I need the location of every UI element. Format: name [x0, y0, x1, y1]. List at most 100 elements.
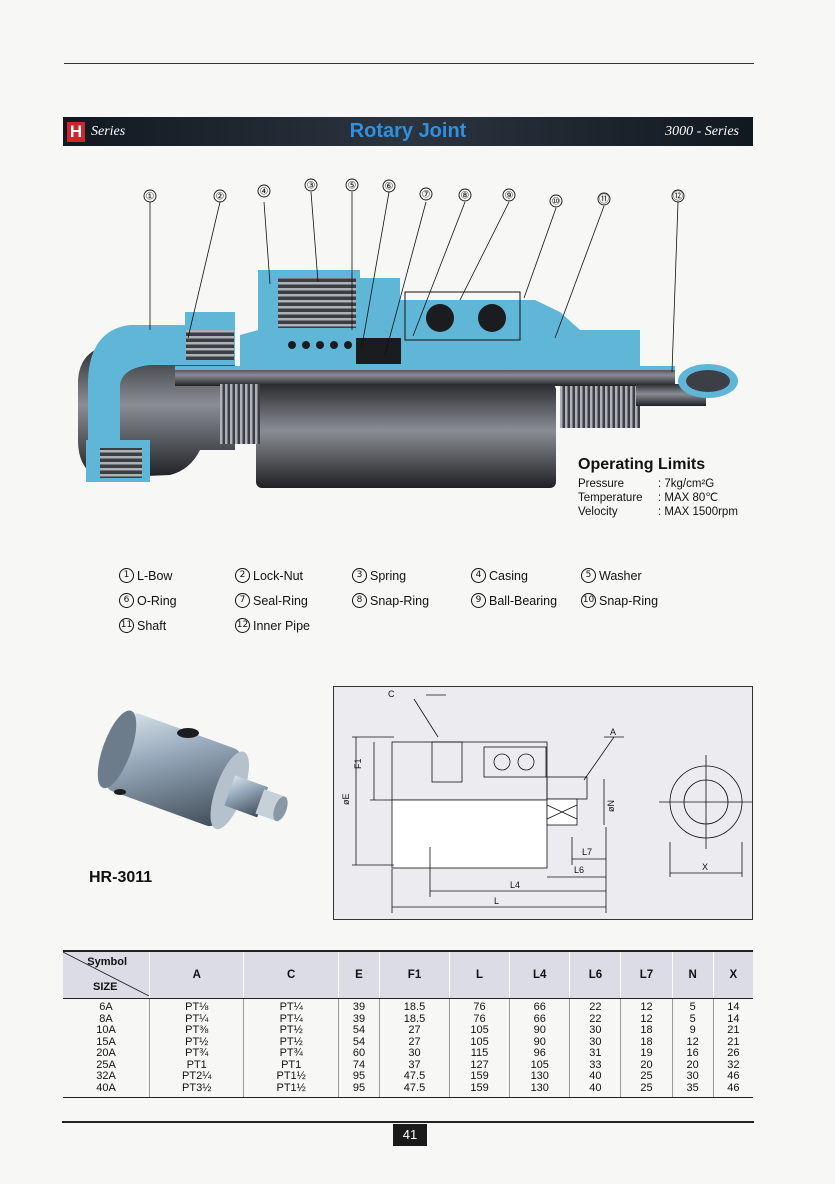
- size-cell: 6A: [99, 1001, 113, 1013]
- table-cell: 20: [620, 1059, 673, 1071]
- legend-number: 11: [119, 618, 134, 633]
- legend-number: 8: [352, 593, 367, 608]
- table-cell: 39: [337, 1013, 380, 1025]
- table-cell: PT¾: [148, 1047, 244, 1060]
- product-photo: [97, 710, 288, 830]
- size-header: SIZE: [93, 981, 118, 993]
- table-cell: 130: [509, 1082, 570, 1098]
- legend-number: 6: [119, 593, 134, 608]
- legend-label: Spring: [370, 568, 407, 583]
- table-cell: 60: [337, 1047, 380, 1060]
- table-cell: PT⅛: [148, 998, 244, 1014]
- dim-E-label: øE: [341, 793, 351, 805]
- table-cell: 95: [337, 1082, 380, 1098]
- op-value: : MAX 1500rpm: [658, 506, 738, 518]
- table-cell: PT1: [148, 1059, 244, 1071]
- col-header: X: [712, 950, 753, 999]
- table-cell: 105: [448, 1036, 510, 1048]
- col-header: C: [243, 950, 339, 999]
- dimension-drawing: C A F1 øE øN L7 L6 L4 L X: [333, 686, 753, 920]
- table-cell: PT1: [243, 1059, 339, 1071]
- legend-number: 3: [352, 568, 367, 583]
- operating-limits-heading: Operating Limits: [578, 456, 706, 473]
- size-cell: 15A: [96, 1035, 116, 1048]
- table-cell: 32: [712, 1059, 753, 1071]
- table-cell: 74: [337, 1059, 380, 1071]
- table-cell: 18: [620, 1024, 673, 1037]
- table-cell: PT1½: [243, 1082, 339, 1098]
- table-cell: 12: [620, 998, 673, 1014]
- table-cell: 12: [620, 1013, 673, 1025]
- op-label: Temperature: [578, 492, 643, 504]
- col-header: E: [337, 950, 380, 999]
- symbol-size-header: Symbol SIZE: [63, 950, 150, 999]
- table-cell: 54: [337, 1036, 380, 1048]
- series-label-left: Series: [91, 124, 126, 139]
- callout-4: ④: [260, 187, 269, 198]
- dim-F1-label: F1: [353, 758, 363, 769]
- size-cell: 25A: [96, 1058, 116, 1071]
- legend-number: 1: [119, 568, 134, 583]
- dim-L6-label: L6: [574, 865, 584, 875]
- col-header: A: [148, 950, 244, 999]
- size-cell: 20A: [96, 1047, 116, 1059]
- table-cell: 33: [569, 1059, 621, 1071]
- col-header: L7: [620, 950, 673, 999]
- section-banner: H Series Rotary Joint 3000 - Series: [63, 117, 753, 146]
- table-cell: 16: [671, 1047, 714, 1060]
- table-cell: 37: [379, 1059, 450, 1071]
- callout-2: ②: [216, 192, 225, 203]
- callout-7: ⑦: [422, 190, 431, 201]
- table-cell: PT½: [243, 1036, 339, 1048]
- table-cell: 30: [379, 1047, 450, 1060]
- table-cell: 25: [620, 1070, 673, 1083]
- table-cell: 35: [671, 1082, 714, 1098]
- table-cell: 30: [569, 1024, 621, 1037]
- table-cell: 14: [712, 998, 753, 1014]
- dim-C-label: C: [388, 689, 395, 699]
- table-cell: 25: [620, 1082, 673, 1098]
- table-cell: 76: [448, 998, 510, 1014]
- table-cell: 21: [712, 1036, 753, 1048]
- legend-number: 4: [471, 568, 486, 583]
- table-cell: 90: [509, 1036, 570, 1048]
- col-header: L4: [509, 950, 570, 999]
- op-row: Temperature: MAX 80℃: [578, 491, 778, 505]
- dimension-lines: C A F1 øE øN L7 L6 L4 L X: [341, 689, 752, 913]
- dim-A-label: A: [610, 727, 616, 737]
- size-cell: 32A: [96, 1070, 116, 1082]
- table-cell: 40: [569, 1082, 621, 1098]
- table-cell: 39: [337, 998, 380, 1014]
- table-cell: 95: [337, 1070, 380, 1083]
- table-cell: 21: [712, 1024, 753, 1037]
- legend-label: Shaft: [137, 618, 167, 633]
- op-label: Pressure: [578, 478, 625, 490]
- callout-10: ⑩: [552, 197, 561, 208]
- callout-6: ⑥: [385, 182, 394, 193]
- table-cell: PT¼: [148, 1013, 244, 1025]
- table-cell: 9: [671, 1024, 714, 1037]
- table-cell: 5: [671, 998, 714, 1014]
- page-title: Rotary Joint: [349, 120, 467, 142]
- legend-number: 7: [235, 593, 250, 608]
- table-cell: 54: [337, 1024, 380, 1037]
- cutaway-illustration: ① ② ④ ③ ⑤ ⑥ ⑦ ⑧ ⑨ ⑩ ⑪ ⑫: [78, 178, 738, 488]
- table-cell: 5: [671, 1013, 714, 1025]
- page-number: 41: [393, 1124, 427, 1146]
- op-label: Velocity: [578, 506, 618, 518]
- size-cell: 40A: [63, 1082, 150, 1098]
- op-row: Velocity : MAX 1500rpm: [578, 505, 778, 519]
- op-row: Pressure: 7kg/cm²G: [578, 477, 778, 491]
- table-cell: 22: [569, 998, 621, 1014]
- table-cell: PT2¼: [148, 1070, 244, 1083]
